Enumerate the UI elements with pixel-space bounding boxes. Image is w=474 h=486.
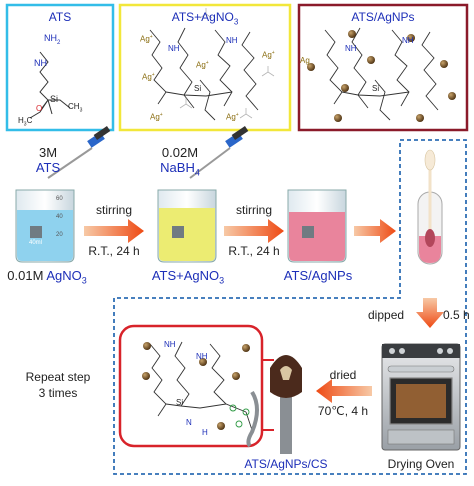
- beaker-1-icon: [15, 189, 75, 263]
- ats-agnps-panel-frame: [297, 3, 469, 132]
- reagent-ats-label: ATS: [35, 160, 61, 175]
- atom-label-nh: NH: [164, 340, 176, 349]
- beaker-3-icon: [287, 189, 347, 263]
- beaker-mark: 20: [56, 232, 63, 238]
- ats-agnps-cs-panel-frame: [118, 324, 264, 448]
- product-label: ATS/AgNPs/CS: [244, 457, 328, 471]
- repeat-line-1: Repeat step: [25, 370, 91, 384]
- drying-oven-icon: [381, 343, 461, 451]
- arrow-step2: [224, 219, 284, 243]
- ag-ion-label: Ag+: [196, 60, 209, 70]
- ats-agno3-panel-title: ATS+AgNO3: [171, 10, 239, 27]
- arrow-step2-bottom-label: R.T., 24 h: [228, 244, 280, 258]
- dashed-process-boundary: [113, 139, 467, 475]
- ag-nanoparticle-label: Ag: [300, 56, 310, 65]
- atom-label-nh: NH: [345, 44, 357, 53]
- agno3-molecule-skeleton: [149, 27, 259, 121]
- dipped-label: dipped: [368, 308, 405, 322]
- dry-conditions-label: 70℃, 4 h: [317, 404, 369, 418]
- arrow-step2-top-label: stirring: [235, 203, 273, 217]
- ag-ion-label: Ag+: [142, 72, 155, 82]
- atom-label-nh: NH: [196, 352, 208, 361]
- cs-molecule-skeleton: [149, 341, 253, 431]
- reagent-nabh4-concentration: 0.02M: [161, 145, 199, 160]
- atom-label-h3c: H3C: [18, 116, 33, 128]
- ag-ion-label: Ag+: [226, 112, 239, 122]
- agnps-molecule-skeleton: [324, 27, 439, 121]
- pipette-ats-icon: [47, 126, 111, 179]
- atom-label-si: Si: [194, 84, 202, 93]
- atom-label-nh: NH: [168, 44, 180, 53]
- reagent-ats-concentration: 3M: [38, 145, 58, 160]
- beaker-3-label: ATS/AgNPs: [283, 268, 353, 283]
- atom-label-nh: NH: [402, 36, 414, 45]
- arrow-dried: [316, 379, 372, 403]
- dried-label: dried: [329, 368, 357, 382]
- atom-label-si: Si: [50, 94, 59, 104]
- arrow-dipped: [416, 298, 444, 328]
- atom-label-h: H: [202, 428, 208, 437]
- nitrate-groups: [179, 8, 275, 119]
- atom-label-si: Si: [372, 84, 380, 93]
- ats-panel-frame: [5, 3, 115, 132]
- arrow-step1-top-label: stirring: [95, 203, 133, 217]
- beaker-mark-volume: 40ml: [29, 240, 43, 246]
- atom-label-nh2: NH2: [44, 33, 61, 46]
- atom-label-o: O: [36, 104, 43, 113]
- cs-linkage-circles: [229, 404, 250, 428]
- repeat-line-2: 3 times: [38, 386, 78, 400]
- ats-agnps-panel-title: ATS/AgNPs: [351, 10, 415, 24]
- cs-swab-icon: [270, 355, 302, 454]
- atom-label-n: N: [186, 418, 192, 427]
- reagent-nabh4-label: NaBH4: [160, 160, 200, 178]
- atom-label-nh: NH: [34, 58, 47, 68]
- beaker-2-label: ATS+AgNO3: [151, 268, 225, 286]
- beaker-2-icon: [157, 189, 217, 263]
- ag-ion-label: Ag+: [140, 34, 153, 44]
- ats-molecule-skeleton: [29, 51, 71, 119]
- ag-ion-label: Ag+: [262, 50, 275, 60]
- cs-silver-nanoparticles: [142, 342, 250, 430]
- beaker-mark: 40: [56, 214, 63, 220]
- arrow-step3: [354, 219, 396, 243]
- cs-strand-icon: [246, 390, 259, 448]
- atom-label-ch3: CH3: [68, 102, 83, 114]
- test-tube-icon: [417, 149, 443, 265]
- dip-time-label: 0.5 h: [443, 308, 470, 322]
- atom-label-si: Si: [176, 398, 184, 407]
- pipette-nabh4-icon: [189, 126, 249, 179]
- beaker-mark: 60: [56, 196, 63, 202]
- drying-oven-label: Drying Oven: [387, 457, 455, 471]
- arrow-step1: [84, 219, 144, 243]
- atom-label-nh: NH: [226, 36, 238, 45]
- beaker-1-label: 0.01M AgNO3: [7, 268, 87, 286]
- ats-panel-title: ATS: [48, 10, 72, 24]
- silver-nanoparticles: [307, 30, 456, 122]
- ag-ion-label: Ag+: [150, 112, 163, 122]
- arrow-step1-bottom-label: R.T., 24 h: [88, 244, 140, 258]
